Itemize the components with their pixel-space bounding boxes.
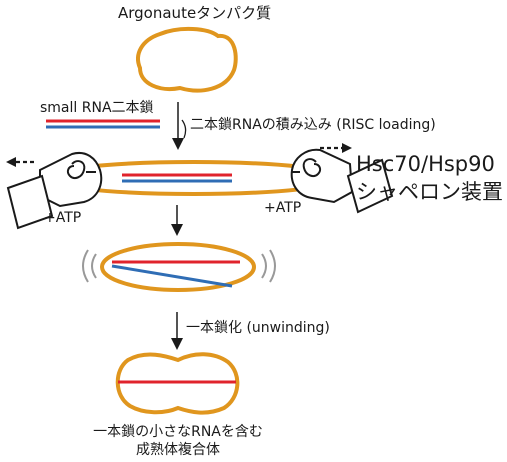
fist-pulling-right-icon bbox=[290, 148, 394, 214]
argonaute-empty bbox=[136, 27, 238, 93]
pull-left-arrow bbox=[6, 157, 34, 167]
result-label-line2: 成熟体複合体 bbox=[136, 442, 220, 458]
duplex-label: small RNA二本鎖 bbox=[40, 100, 154, 116]
atp-left-label: +ATP bbox=[44, 210, 82, 226]
result-label-line1: 一本鎖の小さなRNAを含む bbox=[93, 424, 263, 440]
argonaute-title: Argonauteタンパク質 bbox=[118, 4, 272, 22]
argonaute-unwinding bbox=[100, 242, 256, 292]
loading-bracket bbox=[181, 119, 187, 139]
unwinding-label: 一本鎖化 (unwinding) bbox=[186, 320, 330, 336]
vibration-marks bbox=[82, 249, 276, 283]
chaperone-label-line1: Hsc70/Hsp90 bbox=[356, 152, 495, 176]
small-rna-duplex bbox=[46, 119, 160, 129]
atp-right-label: +ATP bbox=[264, 200, 302, 216]
pull-right-arrow bbox=[320, 143, 352, 153]
argonaute-mature bbox=[115, 352, 240, 415]
fist-pulling-left-icon bbox=[6, 152, 103, 230]
loading-label: 二本鎖RNAの積み込み (RISC loading) bbox=[190, 117, 436, 133]
chaperone-label-line2: シャペロン装置 bbox=[356, 180, 503, 204]
